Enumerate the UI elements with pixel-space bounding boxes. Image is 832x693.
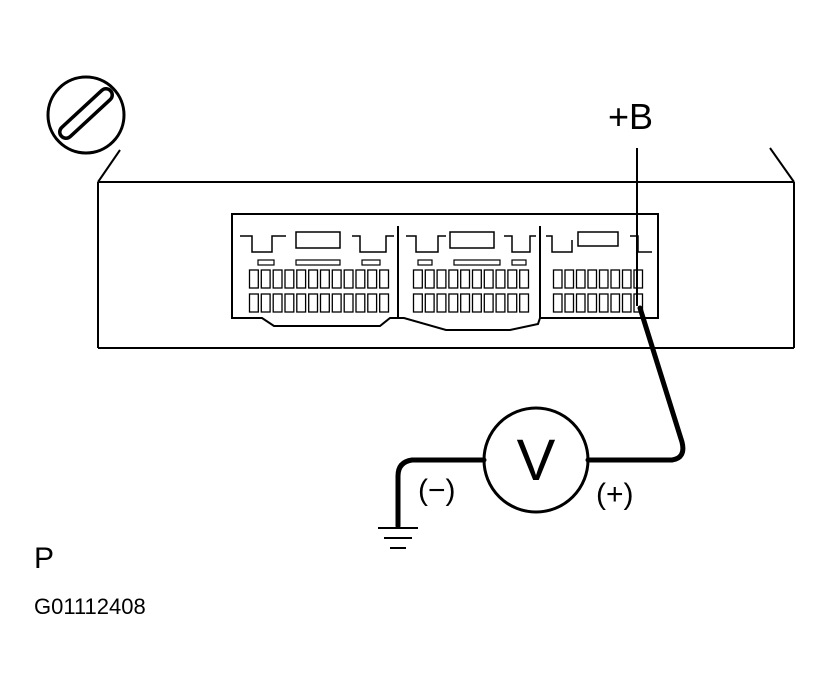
connector-pin — [460, 269, 471, 289]
connector-pin — [424, 269, 435, 289]
connector-pin — [331, 269, 342, 289]
connector-pin — [260, 269, 271, 289]
connector-pin — [552, 293, 563, 313]
positive-lead — [585, 305, 686, 463]
connector-pin — [424, 293, 435, 313]
connector-pin — [272, 293, 283, 313]
connector-pin — [495, 293, 506, 313]
connector-pin — [507, 269, 518, 289]
ground-symbol-icon — [378, 527, 418, 549]
connector-pin — [248, 269, 259, 289]
connector-pin — [483, 293, 494, 313]
connector-pins — [248, 269, 644, 313]
connector-pin — [343, 269, 354, 289]
connector-pin — [319, 293, 330, 313]
connector-pin — [448, 293, 459, 313]
connector-pin — [460, 293, 471, 313]
connector-pin — [319, 269, 330, 289]
connector-pin — [296, 269, 307, 289]
connector-pin — [495, 269, 506, 289]
connector-pin — [587, 269, 598, 289]
connector-pin — [610, 293, 621, 313]
ecu-box — [97, 147, 795, 349]
connector-pin — [272, 269, 283, 289]
voltmeter-icon — [482, 406, 590, 514]
connector-pin — [355, 293, 366, 313]
connector-pin — [436, 269, 447, 289]
connector-pin — [633, 269, 644, 289]
connector-pin — [507, 293, 518, 313]
connector-pin — [519, 269, 530, 289]
connector-pin — [471, 293, 482, 313]
connector-pin — [621, 293, 632, 313]
connector-pin — [436, 293, 447, 313]
connector-pin — [343, 293, 354, 313]
connector-pin — [284, 293, 295, 313]
connector-pin — [379, 293, 390, 313]
connector-pin — [621, 269, 632, 289]
prohibited-slash-icon — [46, 75, 126, 155]
connector-pin — [564, 269, 575, 289]
connector-pin — [296, 293, 307, 313]
connector-pin — [483, 269, 494, 289]
connector-pin — [412, 269, 423, 289]
connector-pin — [260, 293, 271, 313]
view-letter: P — [34, 542, 55, 575]
connector-pin — [355, 269, 366, 289]
supply-label: +B — [608, 96, 654, 137]
connector-pin — [598, 269, 609, 289]
connector-pin — [284, 269, 295, 289]
connector-pin — [587, 293, 598, 313]
connector-pin — [610, 269, 621, 289]
connector-housing — [231, 213, 659, 331]
connector-pin — [367, 293, 378, 313]
connector-pin — [575, 269, 586, 289]
connector-pin — [564, 293, 575, 313]
connector-pin — [412, 293, 423, 313]
negative-terminal-label: (−) — [418, 474, 456, 507]
connector-pin — [471, 269, 482, 289]
connector-pin — [575, 293, 586, 313]
connector-pin — [519, 293, 530, 313]
connector-pin — [331, 293, 342, 313]
positive-terminal-label: (+) — [596, 478, 634, 511]
connector-pin — [633, 293, 644, 313]
connector-pin — [308, 293, 319, 313]
connector-pin — [552, 269, 563, 289]
connector-pin — [367, 269, 378, 289]
connector-pin — [379, 269, 390, 289]
connector-pin — [598, 293, 609, 313]
figure-code: G01112408 — [34, 594, 146, 619]
negative-lead — [395, 457, 487, 529]
connector-pin — [248, 293, 259, 313]
connector-pin — [448, 269, 459, 289]
voltmeter-symbol-label: V — [517, 428, 556, 493]
connector-pin — [308, 269, 319, 289]
